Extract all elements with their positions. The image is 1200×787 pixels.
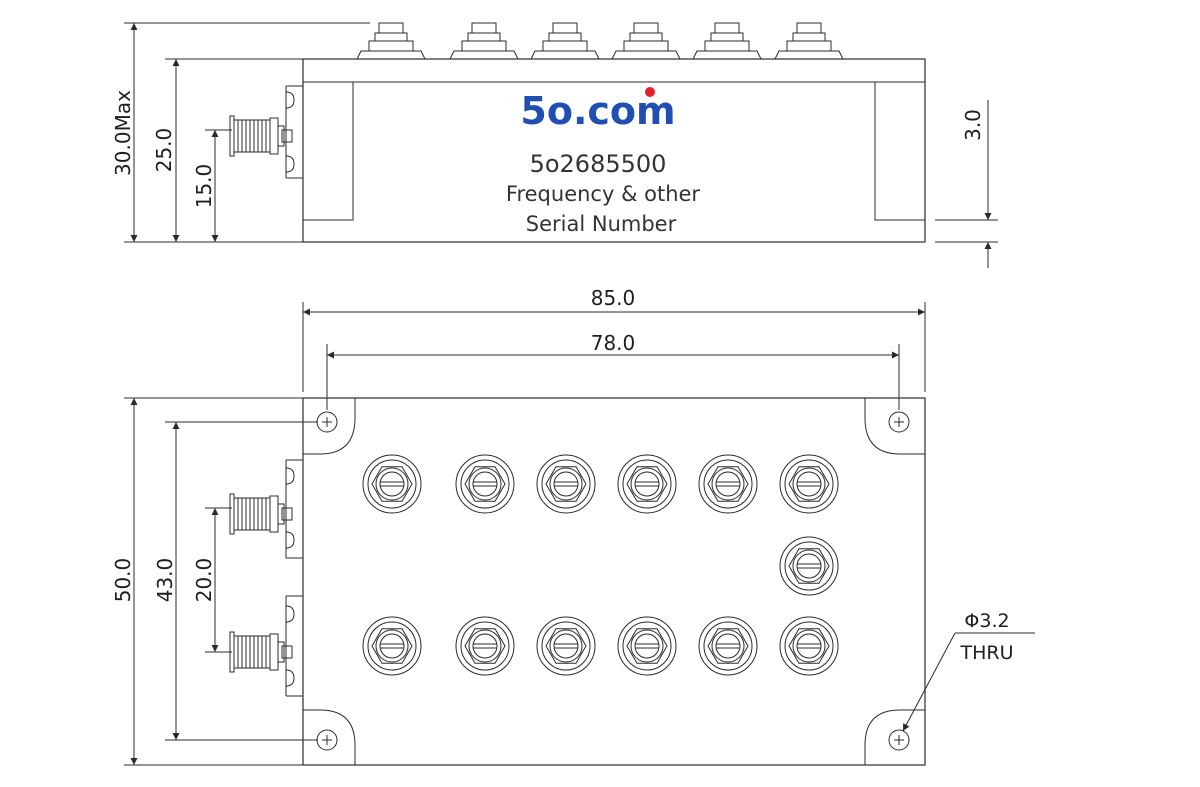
- slotted-screw-icon: [617, 616, 677, 676]
- slotted-screw-icon: [779, 536, 839, 596]
- top-view: 85.0 78.0 50.0 43.0 20.0: [111, 286, 1035, 766]
- slotted-screw-icon: [779, 616, 839, 676]
- screw-row-bottom: [362, 616, 839, 676]
- slotted-screw-icon: [779, 454, 839, 514]
- mounting-hole-icon: [888, 729, 910, 751]
- logo-dot: [645, 87, 655, 97]
- sma-connector-icon: [449, 22, 519, 60]
- hole-type-label: THRU: [959, 642, 1013, 664]
- slotted-screw-icon: [455, 454, 515, 514]
- dim-height-max: 30.0Max: [111, 22, 370, 243]
- slotted-screw-icon: [698, 616, 758, 676]
- dim-connector-spacing: 20.0: [192, 507, 232, 653]
- screw-row-top: [362, 454, 839, 514]
- dim-height-max-label: 30.0Max: [111, 90, 135, 176]
- dim-lid-thickness-label: 3.0: [961, 109, 985, 141]
- dim-hole-spacing-y-label: 43.0: [153, 558, 177, 603]
- logo: 5o.com: [520, 87, 676, 133]
- side-connectors: [356, 22, 844, 60]
- slotted-screw-icon: [536, 616, 596, 676]
- dim-length-total-label: 85.0: [591, 286, 636, 310]
- label-line-2: Serial Number: [526, 212, 677, 236]
- dim-width-total-label: 50.0: [111, 558, 135, 603]
- side-flange-right: [874, 81, 925, 221]
- part-number: 5o2685500: [530, 150, 667, 178]
- dim-connector-spacing-label: 20.0: [192, 558, 216, 603]
- side-flange-left: [303, 81, 354, 221]
- top-lid: [302, 397, 926, 766]
- sma-connector-icon: [356, 22, 426, 60]
- slotted-screw-icon: [617, 454, 677, 514]
- dim-hole-spacing-y: 43.0: [153, 421, 318, 741]
- dim-length-total: 85.0: [302, 286, 926, 392]
- sma-connector-icon: [530, 22, 600, 60]
- hole-diameter-label: Φ3.2: [964, 610, 1009, 632]
- side-view: 5o.com 5o2685500 Frequency & other Seria…: [111, 22, 998, 268]
- dim-height-body: 25.0: [152, 58, 303, 242]
- dim-connector-height: 15.0: [192, 129, 232, 242]
- side-input-connector: [229, 115, 293, 157]
- dim-height-body-label: 25.0: [152, 128, 176, 173]
- dim-hole-spacing-x: 78.0: [326, 331, 900, 410]
- mounting-hole-icon: [316, 729, 338, 751]
- mounting-hole-icon: [316, 411, 338, 433]
- label-line-1: Frequency & other: [506, 182, 701, 206]
- sma-connector-icon: [692, 22, 762, 60]
- dim-width-total: 50.0: [111, 397, 303, 766]
- dim-hole-spacing-x-label: 78.0: [591, 331, 636, 355]
- slotted-screw-icon: [362, 616, 422, 676]
- sma-connector-icon: [611, 22, 681, 60]
- dim-lid-thickness: 3.0: [935, 100, 998, 268]
- slotted-screw-icon: [698, 454, 758, 514]
- slotted-screw-icon: [455, 616, 515, 676]
- dim-connector-height-label: 15.0: [192, 164, 216, 209]
- hole-callout: Φ3.2 THRU: [902, 610, 1035, 732]
- top-input-connector-1: [229, 493, 293, 535]
- mounting-hole-icon: [888, 411, 910, 433]
- top-input-connector-2: [229, 631, 293, 673]
- sma-connector-icon: [774, 22, 844, 60]
- slotted-screw-icon: [362, 454, 422, 514]
- slotted-screw-icon: [536, 454, 596, 514]
